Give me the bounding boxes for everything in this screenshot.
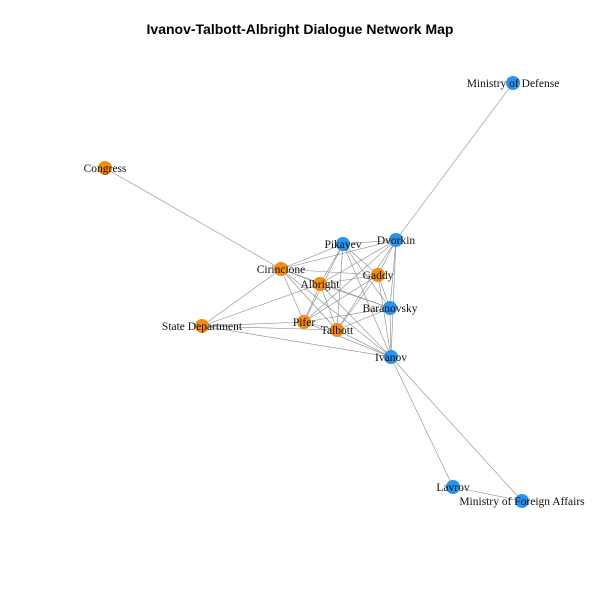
edge-albright-talbott: [319, 283, 338, 331]
node-label-ministry-of-defense: Ministry of Defense: [467, 78, 560, 90]
node-congress: [98, 161, 112, 175]
edge-gaddy-ivanov: [377, 274, 392, 358]
edge-albright-gaddy: [319, 274, 379, 285]
node-talbott: [330, 323, 344, 337]
node-label-congress: Congress: [84, 163, 127, 175]
edge-cirincione-state-department: [201, 268, 282, 327]
node-ministry-of-defense: [506, 76, 520, 90]
node-label-albright: Albright: [301, 279, 341, 291]
edge-lavrov-ministry-of-foreign-affairs: [452, 486, 523, 502]
edge-cirincione-pifer: [280, 268, 305, 323]
edge-pifer-ivanov: [303, 321, 392, 358]
node-pikayev: [336, 237, 350, 251]
node-label-baranovsky: Baranovsky: [363, 303, 418, 315]
edge-pikayev-baranovsky: [342, 243, 391, 309]
edge-baranovsky-talbott: [336, 307, 391, 331]
edge-cirincione-talbott: [280, 268, 338, 331]
node-gaddy: [371, 268, 385, 282]
edge-baranovsky-ivanov: [389, 307, 392, 358]
node-cirincione: [274, 262, 288, 276]
chart-title: Ivanov-Talbott-Albright Dialogue Network…: [146, 21, 454, 37]
edge-pikayev-gaddy: [342, 243, 379, 276]
node-label-gaddy: Gaddy: [363, 270, 394, 282]
edge-baranovsky-pifer: [303, 307, 391, 323]
edge-albright-ivanov: [319, 283, 392, 358]
edge-cirincione-gaddy: [280, 268, 379, 276]
edge-albright-baranovsky: [319, 283, 391, 309]
node-lavrov: [446, 480, 460, 494]
node-albright: [313, 277, 327, 291]
edge-state-department-pifer: [201, 321, 305, 327]
node-pifer: [297, 315, 311, 329]
node-ministry-of-foreign-affairs: [515, 494, 529, 508]
node-ivanov: [384, 350, 398, 364]
edge-ivanov-lavrov: [390, 356, 454, 488]
node-label-dvorkin: Dvorkin: [377, 235, 416, 247]
nodes-layer: [98, 76, 529, 508]
edge-cirincione-ivanov: [280, 268, 392, 358]
node-label-talbott: Talbott: [321, 325, 354, 337]
edge-dvorkin-ivanov: [390, 239, 397, 358]
edge-pikayev-albright: [319, 243, 344, 285]
node-label-cirincione: Cirincione: [257, 264, 306, 276]
edge-ivanov-ministry-of-foreign-affairs: [390, 356, 523, 502]
node-label-lavrov: Lavrov: [436, 482, 469, 494]
edge-dvorkin-pifer: [303, 239, 397, 323]
edge-pikayev-dvorkin: [342, 239, 397, 245]
edge-talbott-ivanov: [336, 329, 392, 358]
node-label-ivanov: Ivanov: [375, 352, 407, 364]
edge-pikayev-cirincione: [280, 243, 344, 270]
edge-pikayev-ivanov: [342, 243, 392, 358]
node-label-pikayev: Pikayev: [324, 239, 361, 251]
node-label-pifer: Pifer: [293, 317, 316, 329]
edges-layer: [104, 82, 523, 502]
edge-dvorkin-cirincione: [280, 239, 397, 270]
edge-congress-cirincione: [104, 167, 282, 270]
node-state-department: [195, 319, 209, 333]
node-dvorkin: [389, 233, 403, 247]
node-baranovsky: [383, 301, 397, 315]
edge-pikayev-talbott: [336, 243, 344, 331]
edge-state-department-ivanov: [201, 325, 392, 358]
edge-state-department-albright: [201, 283, 321, 327]
edge-dvorkin-albright: [319, 239, 397, 285]
edge-ministry-of-defense-dvorkin: [395, 82, 514, 241]
edge-dvorkin-baranovsky: [389, 239, 397, 309]
node-label-ministry-of-foreign-affairs: Ministry of Foreign Affairs: [459, 496, 585, 508]
node-label-state-department: State Department: [162, 321, 243, 333]
edge-gaddy-pifer: [303, 274, 379, 323]
edge-state-department-talbott: [201, 325, 338, 331]
edge-gaddy-talbott: [336, 274, 379, 331]
